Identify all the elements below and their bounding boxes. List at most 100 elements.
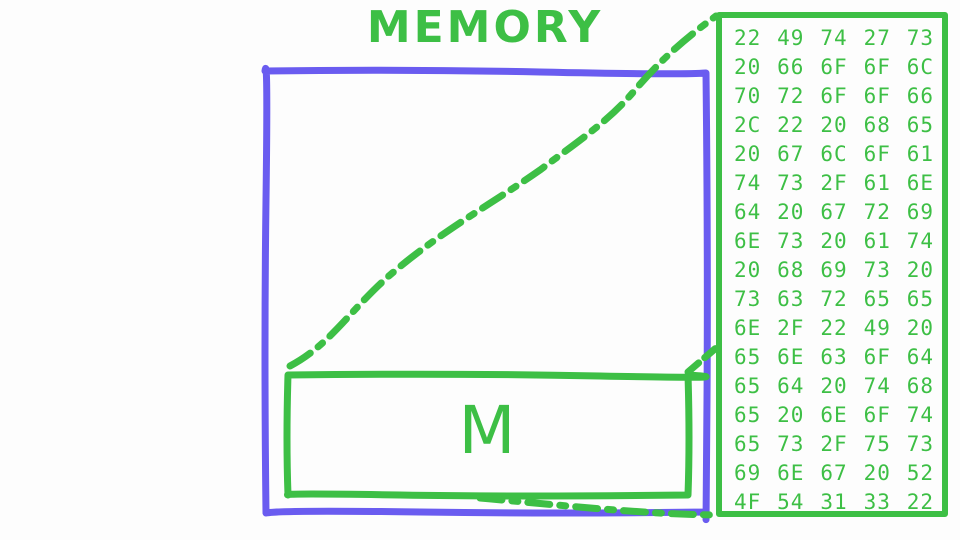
hex-byte: 74 [906, 402, 935, 427]
hex-byte: 73 [906, 431, 935, 456]
hex-byte: 22 [777, 112, 805, 137]
hex-byte: 73 [733, 286, 762, 311]
hex-row: 6E 2F 22 49 20 [726, 313, 942, 342]
hex-byte: 65 [733, 344, 762, 369]
hex-byte: 6E [777, 344, 805, 369]
hex-byte: 68 [906, 373, 935, 398]
hex-byte: 63 [777, 286, 805, 311]
hex-byte: 73 [906, 25, 935, 50]
hex-byte: 65 [733, 402, 762, 427]
zoom-line-bottom [476, 494, 720, 519]
hex-row: 2C 22 20 68 65 [726, 110, 942, 139]
hex-byte: 2F [777, 315, 805, 340]
hex-byte: 73 [777, 228, 805, 253]
hex-byte: 27 [863, 25, 891, 50]
hex-byte: 63 [820, 344, 848, 369]
hex-byte: 20 [820, 112, 848, 137]
hex-row: 64 20 67 72 69 [726, 197, 942, 226]
hex-byte: 61 [906, 141, 935, 166]
hex-byte: 64 [777, 373, 805, 398]
hex-byte: 74 [863, 373, 891, 398]
hex-byte: 20 [733, 141, 762, 166]
hex-byte: 4F [733, 489, 762, 514]
hex-byte: 69 [820, 257, 848, 282]
hex-byte: 67 [820, 460, 848, 485]
hex-byte: 20 [906, 315, 935, 340]
hex-byte: 20 [820, 373, 848, 398]
hex-byte: 66 [777, 54, 805, 79]
hex-byte: 74 [906, 228, 935, 253]
hex-byte: 54 [777, 489, 805, 514]
hex-byte: 22 [820, 315, 848, 340]
hex-row: 20 66 6F 6F 6C [726, 52, 942, 81]
hex-byte: 74 [733, 170, 762, 195]
hex-row: 65 73 2F 75 73 [726, 429, 942, 458]
hex-byte: 22 [906, 489, 935, 514]
hex-row: 65 20 6E 6F 74 [726, 400, 942, 429]
hex-byte: 66 [906, 83, 935, 108]
hex-byte: 6F [863, 54, 891, 79]
hex-byte: 64 [733, 199, 762, 224]
zoom-line-top [286, 12, 720, 370]
hex-byte: 75 [863, 431, 891, 456]
hex-byte: 73 [777, 431, 805, 456]
hex-byte: 20 [777, 199, 805, 224]
segment-label: M [458, 392, 516, 469]
hex-byte: 6F [863, 402, 891, 427]
hex-byte: 73 [777, 170, 805, 195]
hex-byte: 6C [906, 54, 935, 79]
hex-byte: 69 [906, 199, 935, 224]
hex-byte: 52 [906, 460, 935, 485]
hex-byte: 65 [906, 112, 935, 137]
hex-byte: 2F [820, 431, 848, 456]
hex-byte: 6E [777, 460, 805, 485]
hex-byte: 70 [733, 83, 762, 108]
hex-byte: 6F [820, 54, 848, 79]
hex-byte: 6F [863, 83, 891, 108]
hex-byte: 72 [777, 83, 805, 108]
hex-byte: 73 [863, 257, 891, 282]
zoom-line-right [684, 344, 720, 376]
hex-byte: 20 [906, 257, 935, 282]
hex-byte: 67 [777, 141, 805, 166]
hex-byte: 33 [863, 489, 891, 514]
hex-byte: 20 [733, 257, 762, 282]
hex-byte: 22 [733, 25, 762, 50]
hex-byte: 20 [733, 54, 762, 79]
hex-row: 20 67 6C 6F 61 [726, 139, 942, 168]
hex-byte: 6E [906, 170, 935, 195]
memory-title: MEMORY [366, 2, 604, 53]
hex-byte: 6E [820, 402, 848, 427]
hex-byte: 49 [863, 315, 891, 340]
hex-byte: 67 [820, 199, 848, 224]
hex-byte: 20 [777, 402, 805, 427]
hex-byte: 61 [863, 228, 891, 253]
hex-byte: 2C [733, 112, 762, 137]
hex-byte: 6C [820, 141, 848, 166]
segment-box [283, 370, 710, 500]
hex-byte: 72 [863, 199, 891, 224]
hex-row: 65 64 20 74 68 [726, 371, 942, 400]
hex-byte: 65 [733, 431, 762, 456]
hex-byte: 20 [820, 228, 848, 253]
hex-byte: 65 [906, 286, 935, 311]
hex-byte: 61 [863, 170, 891, 195]
hex-byte: 65 [863, 286, 891, 311]
hex-row: 74 73 2F 61 6E [726, 168, 942, 197]
hex-byte: 65 [733, 373, 762, 398]
hex-byte: 2F [820, 170, 848, 195]
hex-byte: 6F [863, 344, 891, 369]
hex-byte: 6E [733, 315, 762, 340]
hex-byte: 72 [820, 286, 848, 311]
hex-byte: 6F [863, 141, 891, 166]
hex-byte: 68 [863, 112, 891, 137]
